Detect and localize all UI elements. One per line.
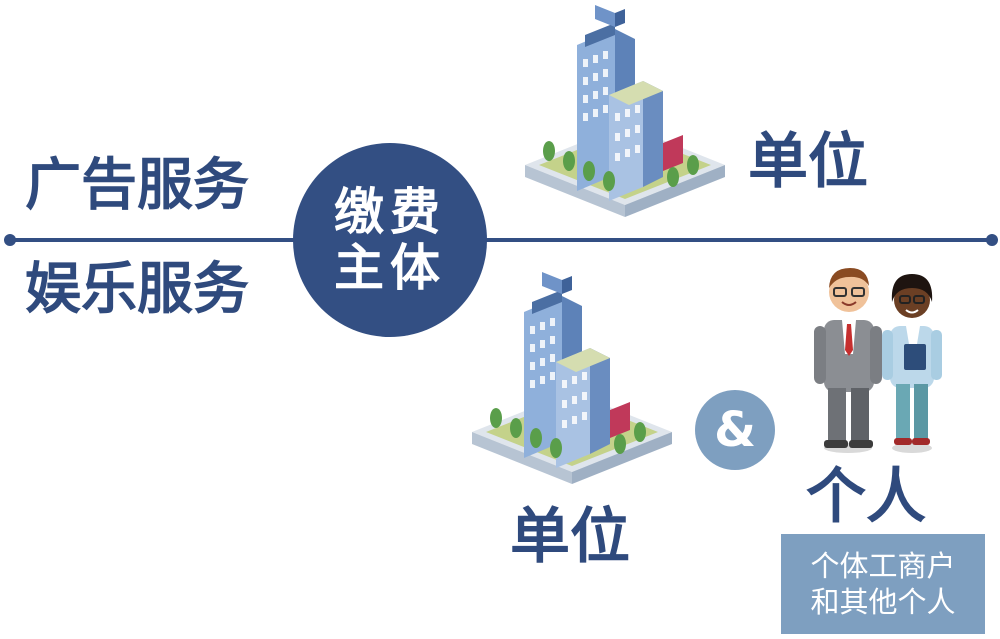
person-detail-box: 个体工商户 和其他个人 — [781, 534, 985, 634]
top-unit-label: 单位 — [748, 127, 868, 197]
building-icon — [525, 5, 725, 217]
person-detail-line1: 个体工商户 — [810, 548, 956, 583]
divider-right-dot — [986, 234, 998, 246]
building-icon-bottom — [472, 272, 672, 484]
people-icon — [814, 268, 942, 453]
bottom-unit-label: 单位 — [510, 502, 630, 572]
person-detail-line2: 和其他个人 — [810, 585, 956, 619]
service-label-advertising: 广告服务 — [25, 153, 249, 218]
payer-circle: 缴费 主体 — [293, 143, 487, 337]
ampersand-badge: & — [695, 390, 775, 470]
service-label-entertainment: 娱乐服务 — [25, 257, 249, 322]
person-label: 个人 — [806, 462, 926, 532]
payer-label-line2: 主体 — [334, 239, 446, 297]
divider-left-dot — [4, 234, 16, 246]
divider-line — [8, 238, 992, 242]
payer-label-line1: 缴费 — [334, 183, 446, 241]
